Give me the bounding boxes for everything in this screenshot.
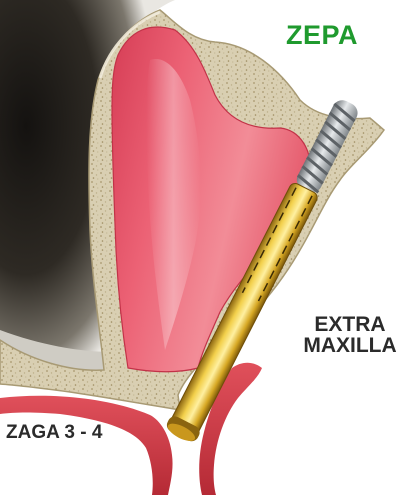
zaga-classification-label: ZAGA 3 - 4: [6, 423, 102, 442]
extra-maxilla-label: EXTRA MAXILLA: [300, 314, 400, 356]
extra-maxilla-label-line1: EXTRA: [300, 314, 400, 335]
extra-maxilla-label-line2: MAXILLA: [300, 335, 400, 356]
implant-threads: [293, 97, 361, 196]
title-zepa: ZEPA: [286, 22, 358, 49]
implant-body: [169, 181, 319, 437]
